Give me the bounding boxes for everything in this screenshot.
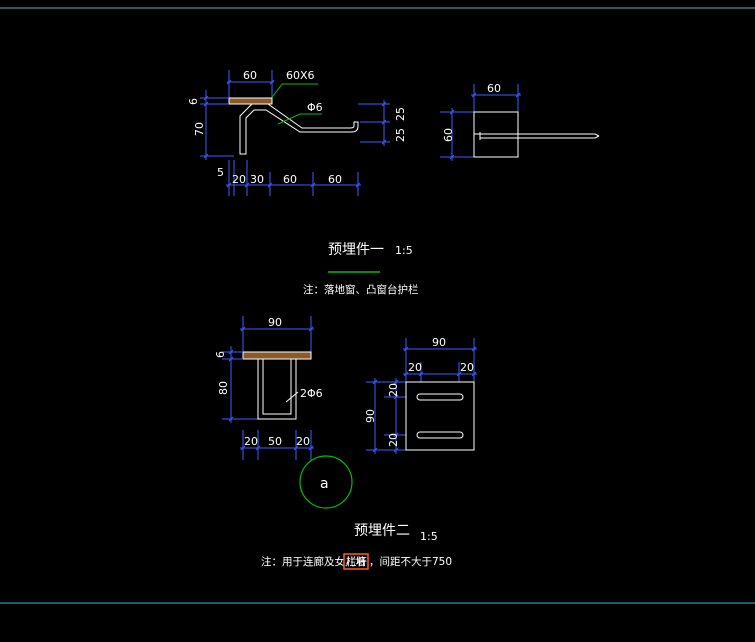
p2-plan-dim-left: 90 <box>364 409 377 423</box>
p1-title: 预埋件一 <box>328 242 384 258</box>
p2-plan-slot-top <box>416 393 464 401</box>
p2-scale: 1:5 <box>420 530 438 543</box>
p1-dim-25a: 25 <box>394 128 407 142</box>
p2-dim-6: 6 <box>214 351 227 358</box>
p1-dim-70: 70 <box>193 122 206 136</box>
p1-note: 注：落地窗、凸窗台护栏 <box>303 283 419 296</box>
p2-note-highlight-box[interactable] <box>343 553 369 570</box>
part1-side-view[interactable]: 60 60 <box>440 82 600 161</box>
p1-plate <box>228 97 273 105</box>
p2-dim-b50: 50 <box>268 435 282 448</box>
part2-elevation[interactable]: 90 6 80 2Φ6 20 <box>214 316 353 509</box>
p1-plate-label: 60X6 <box>286 69 315 82</box>
p1-dim-6: 6 <box>187 98 200 105</box>
p1-dim-b60b: 60 <box>328 173 342 186</box>
part1-elevation[interactable]: 60 60X6 6 70 Φ6 <box>187 69 407 196</box>
p2-note-after: ，间距不大于750 <box>369 555 452 568</box>
p1-dim-25b: 25 <box>394 107 407 121</box>
p2-detail-circle[interactable] <box>299 455 353 509</box>
p2-plan-dim-20b: 20 <box>460 361 474 374</box>
p2-dim-80: 80 <box>217 381 230 395</box>
p2-plan-plate <box>405 381 475 451</box>
p1-dim-5: 5 <box>217 166 224 179</box>
p2-detail-marker: a <box>320 476 329 492</box>
p2-rebar <box>257 358 297 420</box>
p2-plan-dim-left20b: 20 <box>387 433 400 447</box>
p2-plan-dim-20a: 20 <box>408 361 422 374</box>
p2-plan-dim-left20a: 20 <box>387 383 400 397</box>
p1-scale: 1:5 <box>395 244 413 257</box>
p2-dim-b20a: 20 <box>244 435 258 448</box>
p1-dim-top: 60 <box>243 69 257 82</box>
p2-title: 预埋件二 <box>354 523 410 539</box>
p2-rebar-label: 2Φ6 <box>300 387 323 400</box>
p2-note-before: 注：用于连廊及女儿墙 <box>261 555 366 568</box>
part1-caption: 预埋件一 1:5 注：落地窗、凸窗台护栏 <box>303 242 419 296</box>
p1-rebar-label: Φ6 <box>307 101 323 114</box>
p1-dim-b30: 30 <box>250 173 264 186</box>
part2-caption: 预埋件二 1:5 注：用于连廊及女儿墙 栏杆 ，间距不大于750 <box>261 523 452 570</box>
p2-rebar-leader <box>285 391 299 403</box>
p1-side-dim-left: 60 <box>442 128 455 142</box>
p2-dim-b20b: 20 <box>296 435 310 448</box>
p1-dim-b60a: 60 <box>283 173 297 186</box>
p2-plan-dim-top: 90 <box>432 336 446 349</box>
p2-dim-top: 90 <box>268 316 282 329</box>
p1-rebar-leader <box>277 113 322 125</box>
p1-plate-leader <box>269 83 318 101</box>
p1-dim-b20: 20 <box>232 173 246 186</box>
p1-rebar <box>239 103 359 155</box>
part2-plan-view[interactable]: 90 20 20 90 20 20 <box>364 336 477 454</box>
p2-plate <box>242 351 312 360</box>
p2-note-highlight: 栏杆 <box>346 555 367 568</box>
p2-plan-slot-bottom <box>416 431 464 439</box>
p1-side-dim-top: 60 <box>487 82 501 95</box>
